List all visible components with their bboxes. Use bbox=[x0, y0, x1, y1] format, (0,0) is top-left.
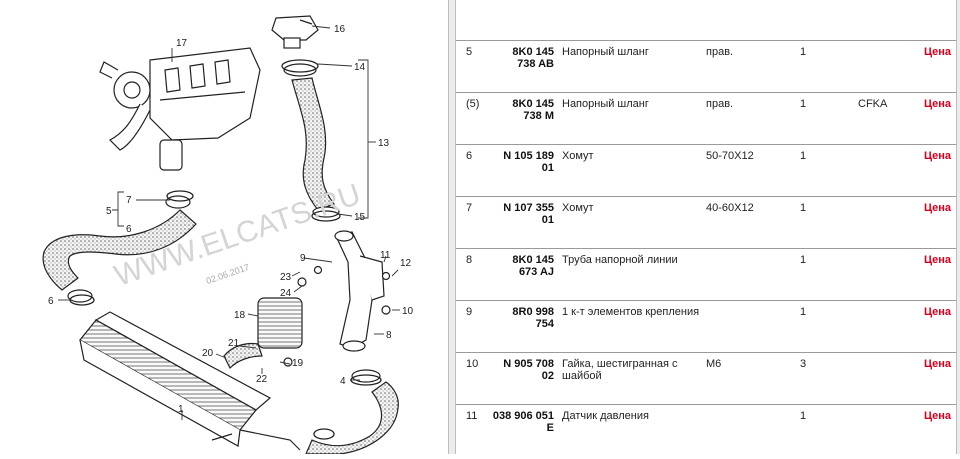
price-link[interactable]: Цена bbox=[923, 306, 951, 318]
table-row[interactable]: 10 N 905 708 02 Гайка, шестигранная с шайб… bbox=[456, 352, 956, 404]
part-name-cell: Хомут bbox=[562, 202, 594, 214]
note-cell: прав. bbox=[706, 46, 734, 58]
price-link[interactable]: Цена bbox=[923, 254, 951, 266]
position-cell: 5 bbox=[466, 46, 473, 58]
callout-5: 5 bbox=[106, 206, 112, 217]
price-link[interactable]: Цена bbox=[923, 150, 951, 162]
table-row[interactable]: 8 8K0 145 673 AJ Труба напорной линии 1 Цена bbox=[456, 248, 956, 300]
table-row[interactable]: 5 8K0 145 738 AB Напорный шланг прав. 1 Цена bbox=[456, 40, 956, 92]
note-cell: 50-70X12 bbox=[706, 150, 754, 162]
callout-17: 17 bbox=[176, 38, 188, 49]
date-stamp: 02.06.2017 bbox=[205, 262, 251, 286]
callout-8: 8 bbox=[386, 330, 392, 341]
part-number-cell[interactable]: 8K0 145 673 AJ bbox=[512, 254, 554, 278]
quantity-cell: 1 bbox=[800, 150, 807, 162]
callout-6-lower: 6 bbox=[48, 296, 54, 307]
upper-pressure-hose-drawing bbox=[283, 63, 340, 218]
callout-7: 7 bbox=[126, 195, 132, 206]
table-row[interactable]: 7 N 107 355 01 Хомут 40-60X12 1 Цена bbox=[456, 196, 956, 248]
part-name-cell: Труба напорной линии bbox=[562, 254, 678, 266]
position-cell: 11 bbox=[466, 410, 478, 422]
table-row[interactable]: 6 N 105 189 01 Хомут 50-70X12 1 Цена bbox=[456, 144, 956, 196]
exploded-view-drawing: WWW.ELCATS.RU 02.06.2017 bbox=[42, 15, 414, 455]
note-cell: прав. bbox=[706, 98, 734, 110]
callout-12: 12 bbox=[400, 258, 412, 269]
position-cell: 6 bbox=[466, 150, 473, 162]
part-number-cell[interactable]: N 905 708 02 bbox=[503, 358, 554, 382]
callout-18: 18 bbox=[234, 310, 246, 321]
callout-9: 9 bbox=[300, 253, 306, 264]
turbo-manifold-drawing bbox=[99, 47, 261, 171]
right-scrollbar[interactable] bbox=[956, 0, 960, 454]
part-name-cell: Гайка, шестигранная с шайбой bbox=[562, 358, 678, 382]
quantity-cell: 1 bbox=[800, 254, 807, 266]
part-number-cell[interactable]: N 105 189 01 bbox=[503, 150, 554, 174]
price-link[interactable]: Цена bbox=[923, 46, 951, 58]
table-row[interactable]: 11 038 906 051 E Датчик давления 1 Цена bbox=[456, 404, 956, 454]
part-name-cell: 1 к-т элементов крепления bbox=[562, 306, 700, 318]
price-link[interactable]: Цена bbox=[923, 410, 951, 422]
left-pressure-hose-drawing bbox=[42, 195, 197, 303]
price-link[interactable]: Цена bbox=[923, 358, 951, 370]
callout-4: 4 bbox=[340, 376, 346, 387]
quantity-cell: 1 bbox=[800, 46, 807, 58]
part-number-cell[interactable]: 8K0 145 738 AB bbox=[512, 46, 554, 70]
callout-23: 23 bbox=[280, 272, 292, 283]
callout-22: 22 bbox=[256, 374, 268, 385]
note-cell: M6 bbox=[706, 358, 722, 370]
position-cell: 9 bbox=[466, 306, 473, 318]
part-number-cell[interactable]: 038 906 051 E bbox=[492, 410, 554, 434]
leader-lines bbox=[58, 25, 400, 420]
position-cell: 8 bbox=[466, 254, 473, 266]
callout-10: 10 bbox=[402, 306, 414, 317]
panel-divider[interactable] bbox=[448, 0, 456, 454]
position-cell: (5) bbox=[466, 98, 480, 110]
callout-labels: 17 16 14 13 15 7 5 6 6 9 11 12 23 24 10 … bbox=[48, 24, 414, 415]
sensor-module-drawing bbox=[211, 265, 391, 441]
part-number-cell[interactable]: 8R0 998 754 bbox=[512, 306, 554, 330]
callout-19: 19 bbox=[292, 358, 304, 369]
position-cell: 10 bbox=[466, 358, 479, 370]
callout-16: 16 bbox=[334, 24, 346, 35]
note-cell: 40-60X12 bbox=[706, 202, 754, 214]
pressure-pipe-drawing bbox=[334, 230, 385, 352]
callout-13: 13 bbox=[378, 138, 390, 149]
quantity-cell: 1 bbox=[800, 410, 807, 422]
quantity-cell: 1 bbox=[800, 306, 807, 318]
engine-code-cell: CFKA bbox=[858, 98, 888, 110]
callout-1: 1 bbox=[178, 404, 184, 415]
callout-21: 21 bbox=[228, 338, 240, 349]
quantity-cell: 1 bbox=[800, 98, 807, 110]
part-name-cell: Датчик давления bbox=[562, 410, 649, 422]
price-link[interactable]: Цена bbox=[923, 98, 951, 110]
table-row[interactable]: (5) 8K0 145 738 M Напорный шланг прав. 1 CFKA… bbox=[456, 92, 956, 144]
intercooler-drawing bbox=[79, 311, 301, 451]
callout-14: 14 bbox=[354, 62, 366, 73]
table-row[interactable]: 9 8R0 998 754 1 к-т элементов крепления 1 Це… bbox=[456, 300, 956, 352]
callout-20: 20 bbox=[202, 348, 214, 359]
part-number-cell[interactable]: 8K0 145 738 M bbox=[512, 98, 554, 122]
quantity-cell: 1 bbox=[800, 202, 807, 214]
price-link[interactable]: Цена bbox=[923, 202, 951, 214]
callout-6-upper: 6 bbox=[126, 224, 132, 235]
callout-24: 24 bbox=[280, 288, 292, 299]
callout-15: 15 bbox=[354, 212, 366, 223]
position-cell: 7 bbox=[466, 202, 473, 214]
part-name-cell: Напорный шланг bbox=[562, 46, 649, 58]
parts-diagram: WWW.ELCATS.RU 02.06.2017 bbox=[0, 0, 448, 455]
quantity-cell: 3 bbox=[800, 358, 807, 370]
pressure-sensor-drawing bbox=[271, 15, 319, 49]
part-name-cell: Хомут bbox=[562, 150, 594, 162]
part-name-cell: Напорный шланг bbox=[562, 98, 649, 110]
callout-11: 11 bbox=[380, 250, 391, 261]
part-number-cell[interactable]: N 107 355 01 bbox=[503, 202, 554, 226]
